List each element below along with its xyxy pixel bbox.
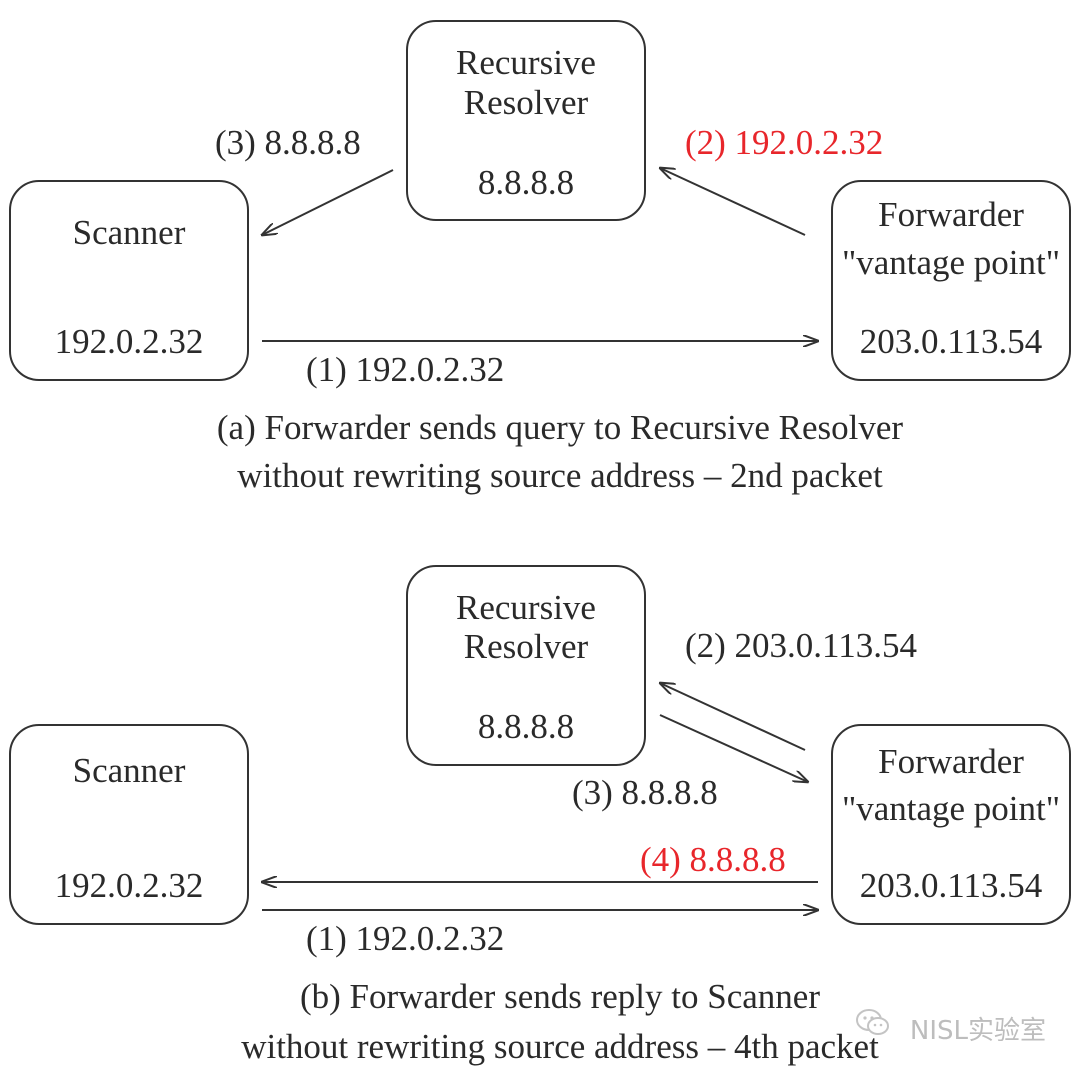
arrow-label-b-3: (3) 8.8.8.8 [572,773,718,812]
forwarder-ip: 203.0.113.54 [859,322,1043,361]
forwarder-title-line1: Forwarder [878,742,1024,781]
resolver-title-line2: Resolver [463,627,589,666]
forwarder-box [831,180,1071,381]
arrow-label-a-3: (3) 8.8.8.8 [215,123,361,162]
forwarder-box [831,724,1071,925]
scanner-ip: 192.0.2.32 [54,322,204,361]
arrow-label-b-1: (1) 192.0.2.32 [306,919,505,958]
caption-b-line1: (b) Forwarder sends reply to Scanner [300,977,820,1016]
forwarder-title-line2: "vantage point" [841,789,1061,828]
arrow-label-b-2: (2) 203.0.113.54 [685,626,918,665]
resolver-ip: 8.8.8.8 [477,163,575,202]
caption-a-line1: (a) Forwarder sends query to Recursive R… [216,408,904,447]
caption-a-line2: without rewriting source address – 2nd p… [237,456,883,495]
arrow-label-a-2: (2) 192.0.2.32 [685,123,884,162]
resolver-title-line2: Resolver [463,83,589,122]
forwarder-title-line1: Forwarder [878,195,1024,234]
watermark-text: NISL实验室 [909,1016,1046,1046]
scanner-box [9,724,249,925]
resolver-title-line1: Recursive [456,588,596,627]
arrow-b-3 [659,714,808,782]
scanner-box [9,180,249,381]
scanner-title: Scanner [72,751,186,790]
arrow-b-2 [660,683,806,751]
wechat-icon [856,1009,889,1035]
resolver-title-line1: Recursive [456,43,596,82]
resolver-ip: 8.8.8.8 [477,707,575,746]
forwarder-ip: 203.0.113.54 [859,866,1043,905]
scanner-title: Scanner [72,213,186,252]
caption-b-line2: without rewriting source address – 4th p… [241,1027,879,1066]
scanner-ip: 192.0.2.32 [54,866,204,905]
arrow-label-b-4: (4) 8.8.8.8 [640,840,786,879]
arrow-a-2 [660,168,806,236]
resolver-box [406,20,646,221]
arrow-a-3 [262,169,394,235]
forwarder-title-line2: "vantage point" [841,243,1061,282]
arrow-label-a-1: (1) 192.0.2.32 [306,350,505,389]
resolver-box [406,565,646,766]
